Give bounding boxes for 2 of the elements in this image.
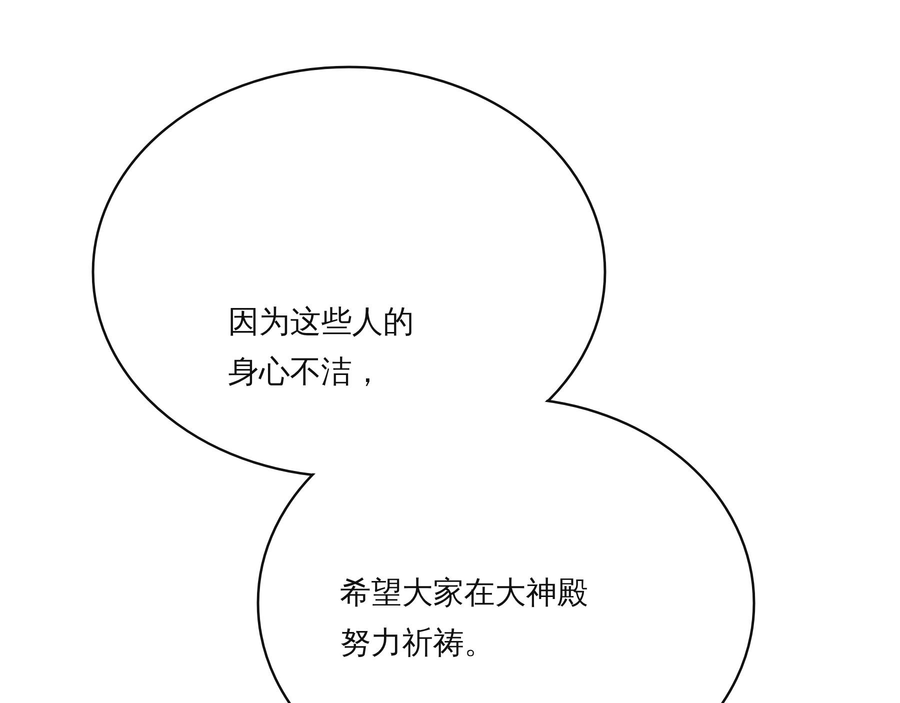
speech-text: 希望大家在大神殿努力祈祷。 [340, 574, 589, 663]
speech-text: 因为这些人的身心不洁， [228, 303, 415, 392]
